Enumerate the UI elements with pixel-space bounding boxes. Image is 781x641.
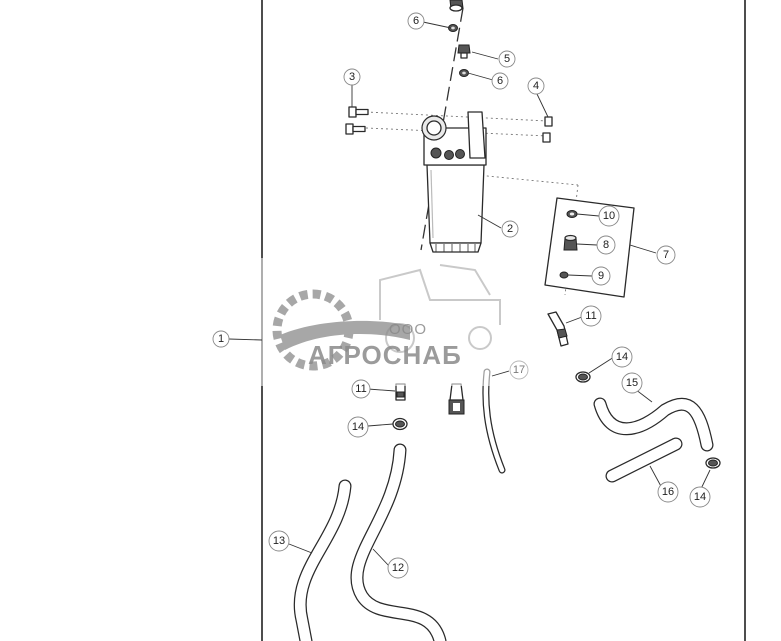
watermark-prefix: ООО <box>389 321 427 338</box>
clamp-14-right <box>705 457 721 469</box>
fitting-11-left <box>395 383 406 401</box>
nut-4-lower <box>542 132 551 143</box>
clamp-14-mid <box>575 371 591 383</box>
callout-1: 1 <box>212 330 230 348</box>
svg-text:14: 14 <box>616 351 628 363</box>
svg-text:14: 14 <box>352 421 364 433</box>
plug-5 <box>457 44 471 59</box>
bolt-3-lower <box>345 123 366 135</box>
callout-12: 12 <box>387 557 409 579</box>
fuel-filter-2 <box>421 111 487 253</box>
callout-14-right: 14 <box>689 486 711 508</box>
svg-text:12: 12 <box>392 562 404 574</box>
callout-4: 4 <box>527 77 545 95</box>
callout-14-mid: 14 <box>611 346 633 368</box>
svg-text:5: 5 <box>504 53 510 65</box>
svg-text:6: 6 <box>413 15 419 27</box>
callout-9: 9 <box>591 266 611 286</box>
watermark-logo <box>250 258 525 386</box>
elbow-fitting-11-right <box>547 311 569 347</box>
callout-16: 16 <box>657 481 679 503</box>
svg-text:2: 2 <box>507 223 513 235</box>
svg-text:1: 1 <box>218 333 224 345</box>
svg-text:10: 10 <box>603 210 615 222</box>
callout-2: 2 <box>501 220 519 238</box>
callout-6-top: 6 <box>407 12 425 30</box>
hose-15 <box>593 397 714 452</box>
callout-10: 10 <box>598 205 620 227</box>
svg-text:7: 7 <box>663 249 669 261</box>
svg-text:16: 16 <box>662 486 674 498</box>
bolt-3-upper <box>348 106 369 118</box>
svg-text:17: 17 <box>513 364 525 376</box>
svg-text:9: 9 <box>598 270 604 282</box>
tube-16 <box>605 437 683 483</box>
svg-text:11: 11 <box>585 310 596 322</box>
seal-10 <box>566 210 578 218</box>
callout-11-left: 11 <box>351 379 371 399</box>
callout-15: 15 <box>621 372 643 394</box>
clamp-14-left <box>392 417 408 431</box>
svg-text:14: 14 <box>694 491 706 503</box>
callout-5: 5 <box>498 50 516 68</box>
hose-12 <box>350 443 447 641</box>
top-fitting <box>449 0 464 12</box>
adapter-8 <box>563 234 578 251</box>
washer-6-lower <box>459 69 469 77</box>
washer-9 <box>559 271 569 279</box>
svg-text:13: 13 <box>273 535 285 547</box>
svg-text:8: 8 <box>603 239 609 251</box>
callout-6-lower: 6 <box>491 72 509 90</box>
nut-4-upper <box>544 116 553 127</box>
callout-14-left: 14 <box>347 416 369 438</box>
svg-text:11: 11 <box>355 383 366 395</box>
svg-text:3: 3 <box>349 71 355 83</box>
svg-text:6: 6 <box>497 75 503 87</box>
washer-6-top <box>448 24 458 32</box>
hose-13 <box>293 479 352 641</box>
watermark-brand: АГРОСНАБ <box>308 340 462 370</box>
callout-3: 3 <box>343 68 361 86</box>
callout-17: 17 <box>509 360 529 380</box>
svg-text:15: 15 <box>626 377 638 389</box>
callout-7: 7 <box>656 245 676 265</box>
bracket-plate-7 <box>544 197 635 298</box>
callout-11-right: 11 <box>580 305 602 327</box>
svg-text:4: 4 <box>533 80 539 92</box>
callout-13: 13 <box>268 530 290 552</box>
connector-17 <box>448 383 465 415</box>
hose-17 <box>482 368 506 474</box>
callout-8: 8 <box>596 235 616 255</box>
